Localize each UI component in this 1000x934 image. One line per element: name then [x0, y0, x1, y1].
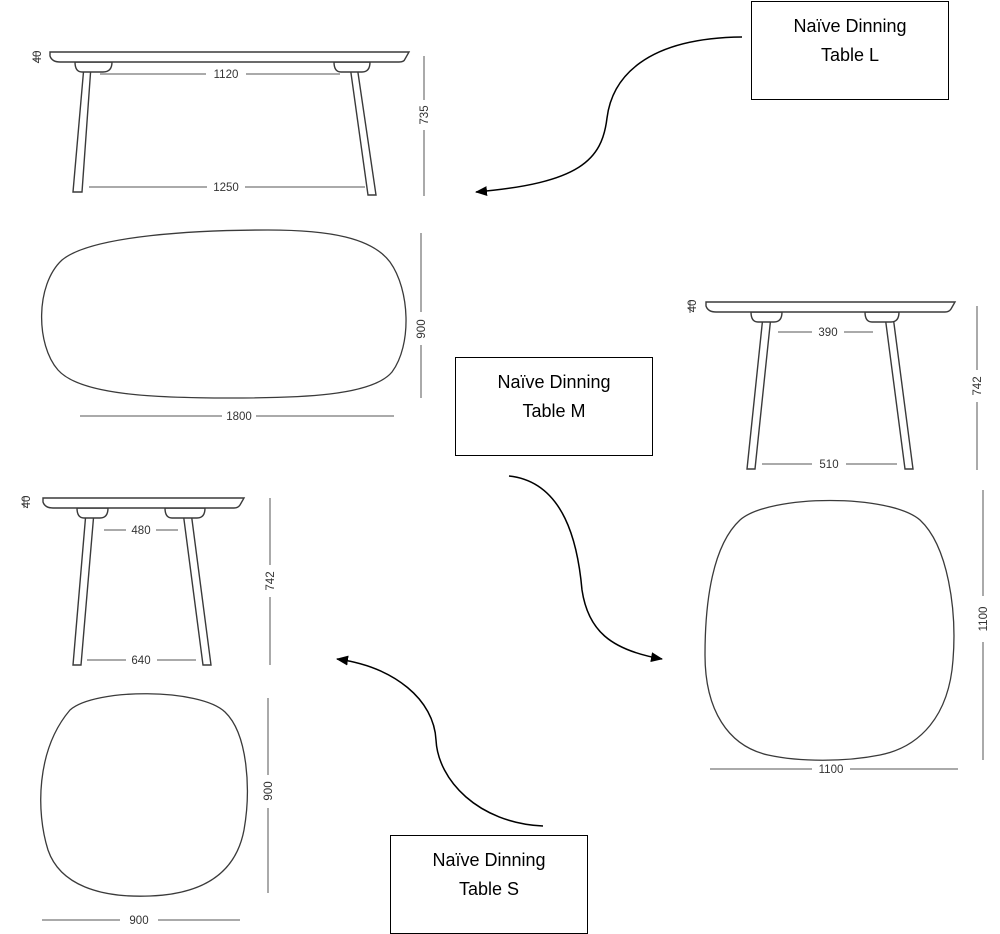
- table-s-dim-inner-top: 480: [131, 525, 150, 537]
- label-table-s: Naïve Dinning Table S: [390, 835, 588, 934]
- label-table-l-line1: Naïve Dinning: [793, 16, 907, 36]
- table-m-dim-inner-top: 390: [818, 327, 837, 339]
- table-m-apron-left: [750, 311, 783, 323]
- table-m-dim-width: 1100: [819, 764, 844, 776]
- table-m-side-view: [705, 301, 957, 470]
- table-l-dim-depth: 900: [416, 319, 428, 338]
- table-l-dimensions: 40 1120 1250 735: [32, 51, 431, 196]
- table-m-dim-depth: 1100: [978, 607, 990, 632]
- table-s-dim-depth: 900: [263, 781, 275, 800]
- table-m-dimensions: 40 390 510 742: [687, 300, 984, 471]
- table-m-dim-height: 742: [972, 376, 984, 395]
- label-table-s-line2: Table S: [458, 879, 520, 899]
- table-s-leg-left: [72, 511, 95, 666]
- table-s-tabletop: [42, 497, 246, 509]
- table-m-leg-left: [746, 315, 772, 470]
- table-l-oval-top: [40, 229, 407, 399]
- table-s-apron-left: [76, 507, 109, 519]
- label-table-m-line2: Table M: [522, 401, 586, 421]
- label-table-m-line1: Naïve Dinning: [497, 372, 611, 392]
- table-m-dim-inner-bottom: 510: [819, 459, 838, 471]
- table-l-dim-height: 735: [419, 105, 431, 124]
- table-s-dimensions: 40 480 640 742: [21, 496, 277, 667]
- table-s-dim-width: 900: [129, 915, 148, 927]
- table-l-apron-right: [333, 61, 371, 73]
- table-l-dim-top-thickness: 40: [32, 51, 44, 64]
- table-m-apron-right: [864, 311, 900, 323]
- table-m-dim-top-thickness: 40: [687, 300, 699, 313]
- table-s-apron-right: [164, 507, 206, 519]
- table-m-leg-right: [884, 315, 914, 470]
- table-l-tabletop: [49, 51, 411, 63]
- label-table-l-line2: Table L: [820, 45, 880, 65]
- table-s-side-view: [42, 497, 246, 666]
- table-m-rounded-top: [704, 499, 955, 761]
- table-l-side-view: [49, 51, 411, 196]
- table-l-dim-inner-top: 1120: [214, 69, 239, 81]
- table-s-leg-right: [182, 511, 212, 666]
- table-l-leg-right: [349, 65, 377, 196]
- table-l-leg-left: [72, 65, 92, 193]
- table-s-plan-view: 900 900: [40, 693, 275, 927]
- table-s-dim-top-thickness: 40: [21, 496, 33, 509]
- table-l-plan-view: 900 1800: [40, 229, 428, 423]
- table-s-rounded-top: [40, 693, 248, 897]
- label-table-s-line1: Naïve Dinning: [432, 850, 546, 870]
- arrow-to-table-l: [475, 36, 743, 197]
- table-m-plan-view: 1100 1100: [704, 490, 990, 776]
- label-table-m: Naïve Dinning Table M: [455, 357, 653, 456]
- table-l-dim-length: 1800: [226, 411, 252, 423]
- table-s-dim-inner-bottom: 640: [131, 655, 150, 667]
- table-s-dim-height: 742: [265, 571, 277, 590]
- table-l-dim-inner-bottom: 1250: [213, 182, 239, 194]
- table-l-apron-left: [74, 61, 113, 73]
- table-m-tabletop: [705, 301, 957, 313]
- arrow-to-table-m: [508, 475, 663, 663]
- label-table-l: Naïve Dinning Table L: [751, 1, 949, 100]
- arrow-to-table-s: [336, 655, 544, 827]
